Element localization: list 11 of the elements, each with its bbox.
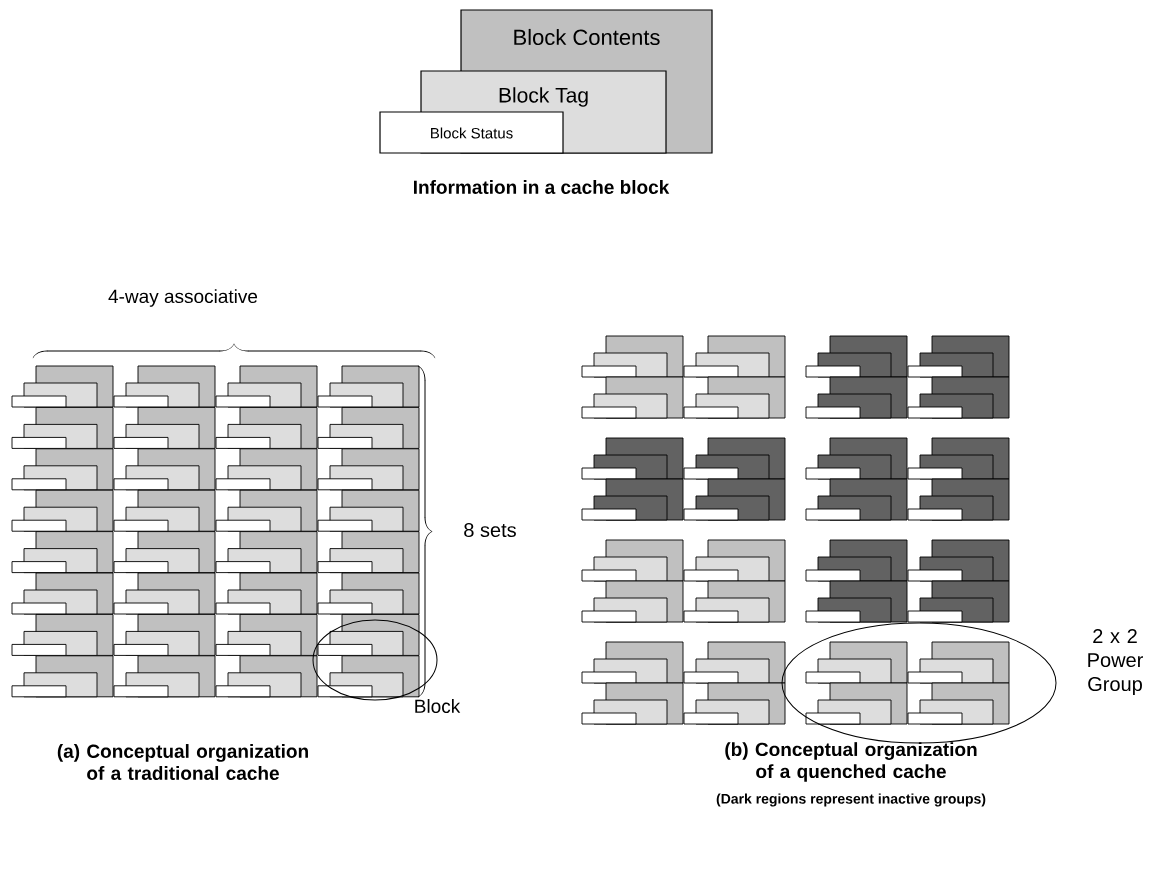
caption: Information in a cache block bbox=[414, 180, 670, 194]
label: 2 x 2 Power Group bbox=[1088, 628, 1143, 696]
caption: (b) Conceptual organization of a quenched cache bbox=[725, 742, 977, 782]
label: 8 sets bbox=[464, 522, 516, 538]
block-field: Block Status bbox=[379, 111, 564, 154]
caption: (Dark regions represent inactive groups) bbox=[716, 793, 986, 807]
ellipse-outline bbox=[781, 622, 1057, 744]
label: 4-way associative bbox=[108, 289, 258, 307]
label: Block bbox=[415, 699, 461, 713]
ellipse-outline bbox=[312, 619, 438, 701]
caption: (a) Conceptual organization of a traditional cache bbox=[57, 744, 308, 780]
